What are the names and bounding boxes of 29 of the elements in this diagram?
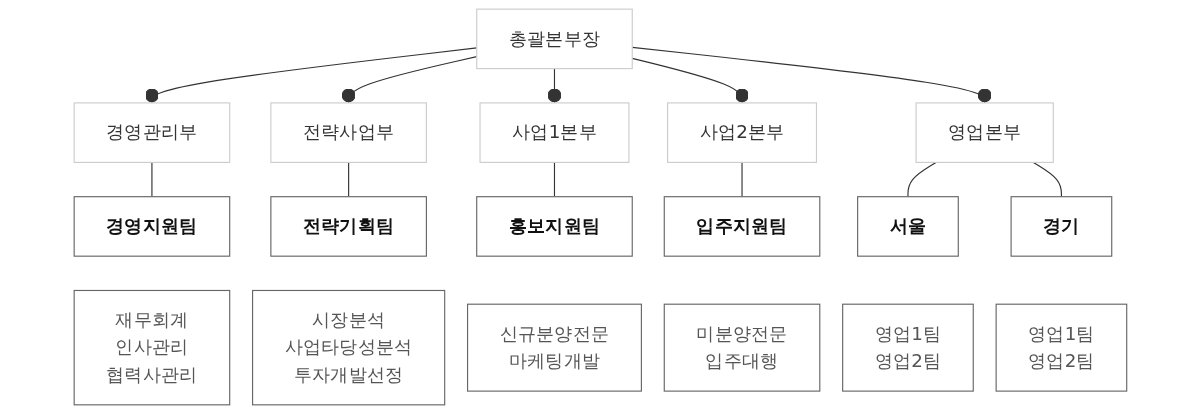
connector (906, 161, 937, 198)
node-box: 경영관리부 (73, 102, 230, 163)
connector (741, 161, 743, 198)
node-box: 영업1팀 영업2팀 (995, 303, 1127, 392)
connector (144, 47, 477, 104)
node-box: 신규분양전문 마케팅개발 (466, 303, 642, 392)
node-box: 미분양전문 입주대행 (663, 303, 820, 392)
node-box: 총괄본부장 (475, 8, 633, 70)
node-box: 사업2본부 (666, 102, 817, 163)
connector (631, 57, 749, 104)
node-box: 사업1본부 (479, 102, 630, 163)
node-box: 입주지원팀 (663, 196, 820, 257)
node-box: 경영지원팀 (73, 196, 230, 257)
node-box: 시장분석 사업타당성분석 투자개발선정 (251, 289, 445, 406)
connector (631, 46, 992, 104)
node-box: 영업본부 (915, 102, 1054, 163)
connector (547, 68, 561, 104)
node-box: 영업1팀 영업2팀 (841, 303, 974, 392)
connector (553, 161, 555, 198)
connector (341, 56, 477, 104)
node-box: 서울 (856, 196, 959, 257)
connector (1032, 161, 1062, 198)
node-box: 홍보지원팀 (475, 196, 633, 257)
connector (347, 161, 349, 198)
node-box: 재무회계 인사관리 협력사관리 (73, 289, 230, 406)
node-box: 전략사업부 (269, 102, 427, 163)
connector (150, 161, 153, 198)
node-box: 경기 (1010, 196, 1112, 257)
node-box: 전략기획팀 (269, 196, 427, 257)
